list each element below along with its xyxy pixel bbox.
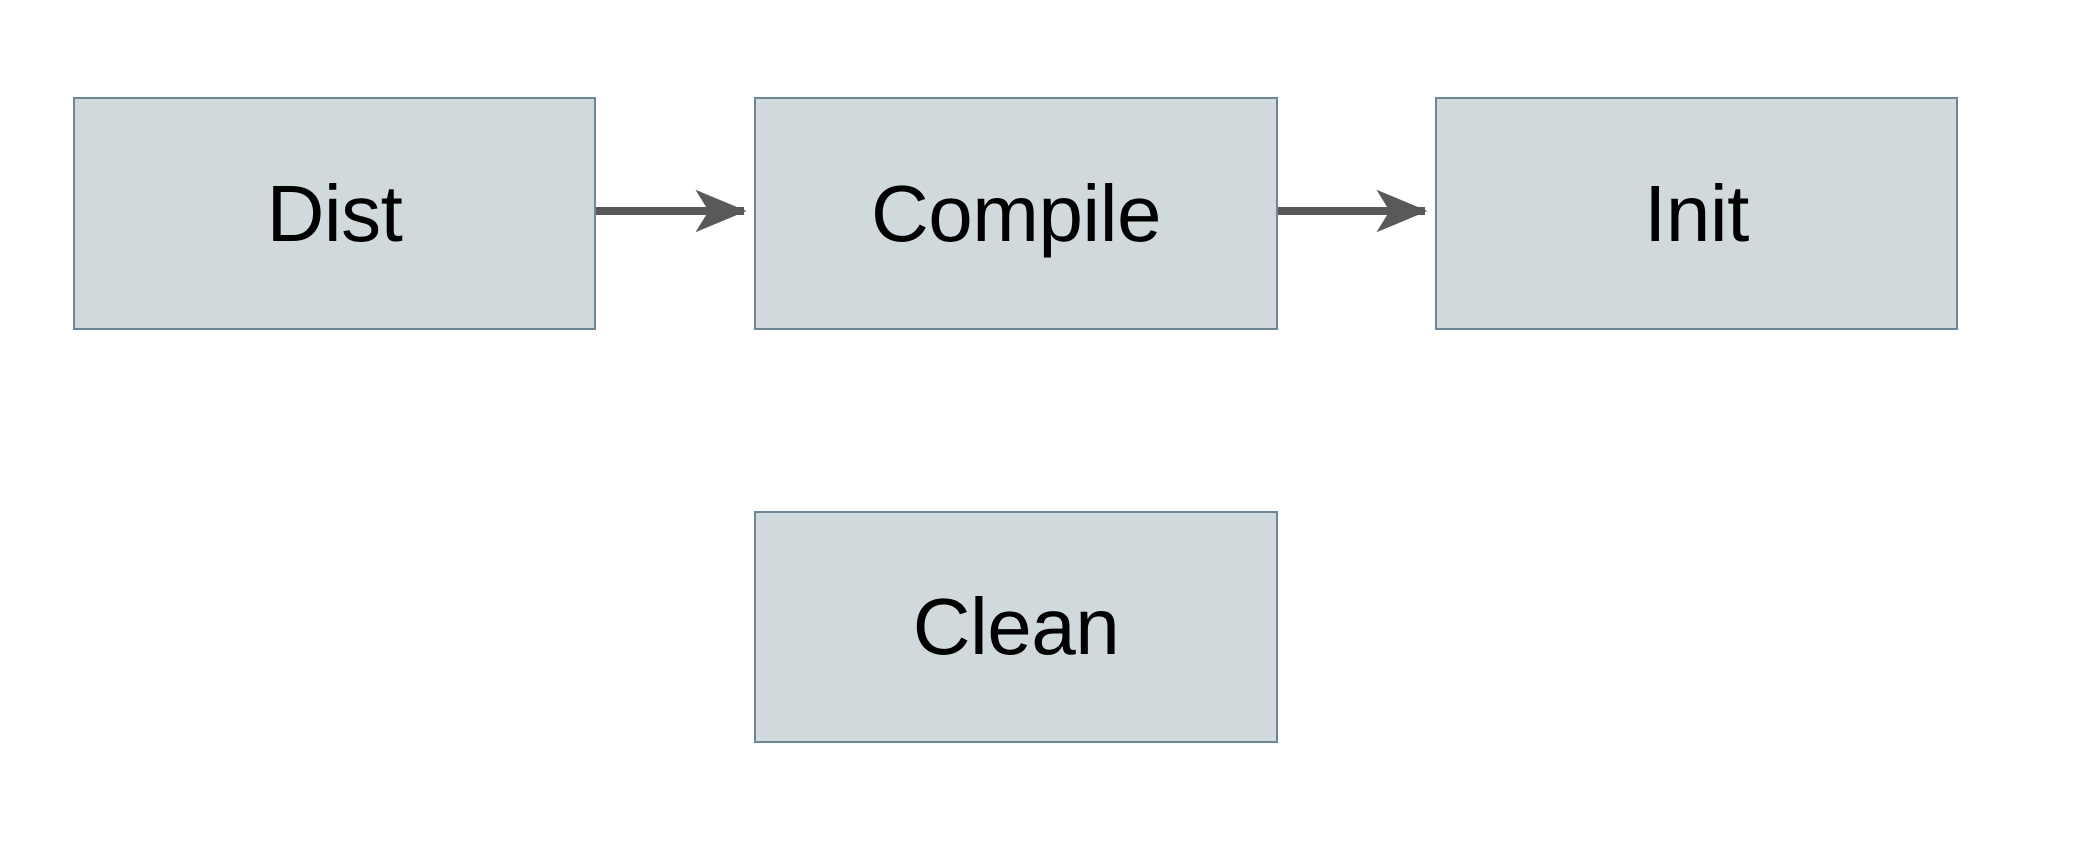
node-init[interactable]: Init <box>1435 97 1958 330</box>
node-compile[interactable]: Compile <box>754 97 1278 330</box>
node-label-compile: Compile <box>871 168 1161 258</box>
node-label-dist: Dist <box>266 168 403 258</box>
node-label-clean: Clean <box>912 582 1120 671</box>
node-dist[interactable]: Dist <box>73 97 596 330</box>
node-clean[interactable]: Clean <box>754 511 1278 743</box>
node-label-init: Init <box>1644 168 1749 258</box>
